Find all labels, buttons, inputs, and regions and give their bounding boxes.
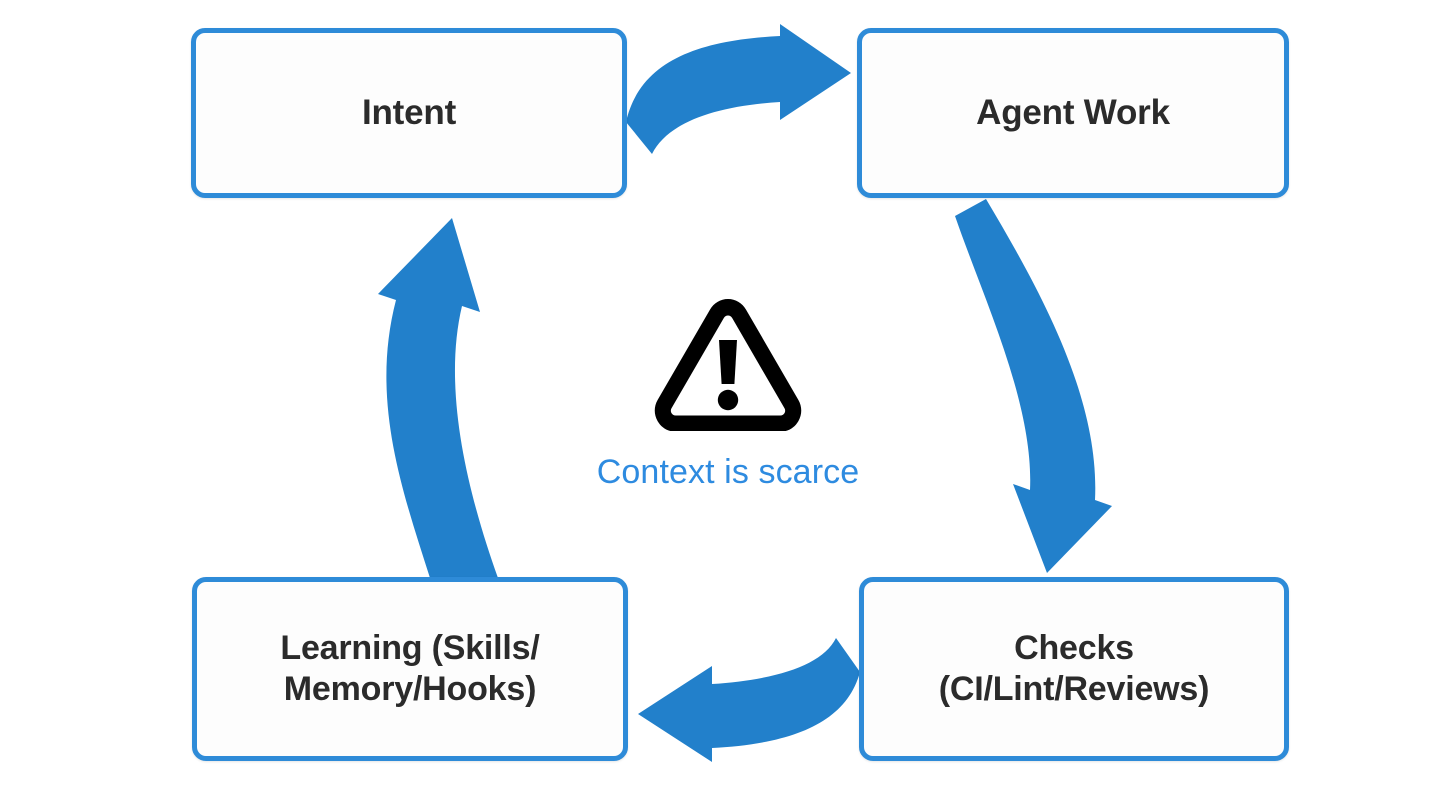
node-intent-label: Intent: [361, 92, 457, 132]
center-caption: Context is scarce: [596, 453, 860, 491]
node-intent[interactable]: Intent: [191, 28, 627, 198]
node-agent-work-label: Agent Work: [976, 92, 1170, 132]
node-agent-work[interactable]: Agent Work: [857, 28, 1289, 198]
center-annotation: Context is scarce: [528, 295, 928, 510]
node-checks[interactable]: Checks (CI/Lint/Reviews): [859, 577, 1289, 761]
arrow-intent-to-agent-work: [626, 24, 851, 154]
arrow-agent-work-to-checks: [955, 199, 1112, 573]
warning-triangle-icon: [654, 295, 802, 432]
arrow-checks-to-learning: [638, 638, 860, 762]
node-checks-label: Checks (CI/Lint/Reviews): [938, 628, 1210, 708]
node-learning-label: Learning (Skills/ Memory/Hooks): [280, 628, 540, 708]
node-learning[interactable]: Learning (Skills/ Memory/Hooks): [192, 577, 628, 761]
arrow-learning-to-intent: [378, 218, 498, 578]
